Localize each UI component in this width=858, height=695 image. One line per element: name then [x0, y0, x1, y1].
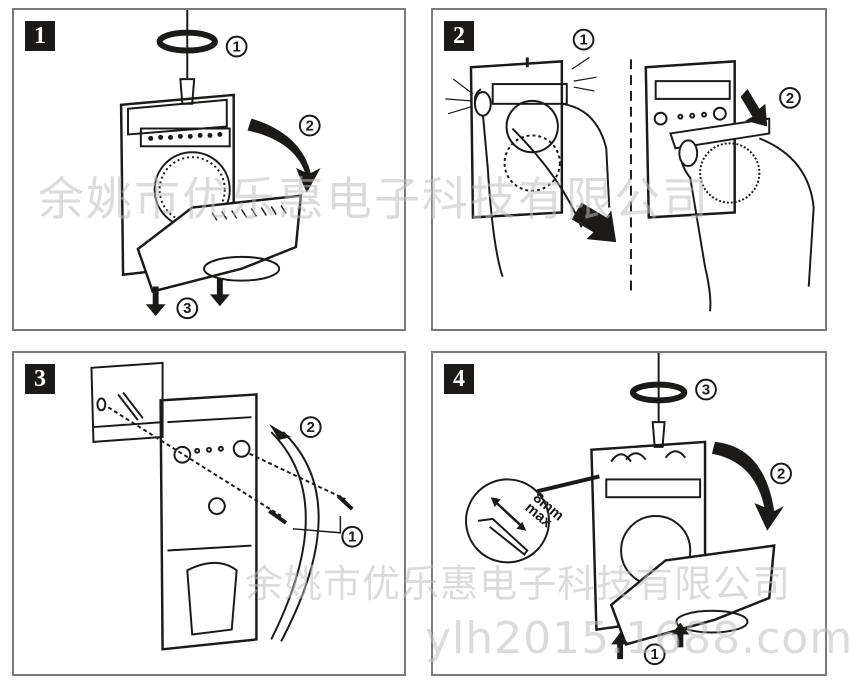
terminal-block: [669, 117, 771, 150]
svg-text:2: 2: [307, 420, 315, 436]
step-number-badge: 1: [25, 21, 55, 51]
svg-text:1: 1: [579, 33, 587, 49]
step-4-panel: 4 8mm max 1 2 3: [431, 351, 827, 676]
callout-3: 3: [695, 378, 717, 401]
length-arrow-icon: [493, 500, 524, 528]
step-1-panel: 1 1 2 3: [12, 8, 406, 331]
push-up-arrow-icon: [671, 622, 690, 648]
svg-text:2: 2: [786, 91, 794, 107]
terminal-block: [139, 127, 231, 148]
swing-up-arrow-icon: [269, 424, 291, 440]
rotate-arrow-icon: [629, 381, 688, 404]
svg-text:1: 1: [348, 530, 356, 546]
base-plate: [159, 393, 258, 651]
svg-text:3: 3: [183, 301, 191, 317]
step-2-panel: 2: [431, 8, 827, 331]
svg-text:1: 1: [233, 39, 241, 55]
svg-text:2: 2: [306, 118, 314, 134]
front-cover: [136, 194, 303, 293]
callout-1: 1: [225, 35, 248, 58]
stripped-wire: [477, 517, 529, 556]
swing-arc: [270, 431, 307, 640]
step-4-illustration: 8mm max 1 2 3: [465, 353, 792, 666]
cover-window: [675, 609, 749, 634]
swing-up-arrow-icon: [711, 441, 785, 531]
device-right: [644, 60, 736, 219]
step-1-illustration: 1 2 3: [119, 10, 321, 320]
wall-box: [90, 361, 164, 443]
terminal-block: [605, 478, 702, 499]
device-left: [469, 60, 564, 219]
dial: [505, 99, 559, 154]
step-number-badge: 2: [444, 21, 474, 51]
push-up-arrow-icon: [611, 632, 629, 660]
step-number-badge: 4: [444, 364, 474, 394]
pull-out-arrow-icon: [571, 202, 617, 243]
swing-down-arrow-icon: [247, 118, 321, 193]
step-3-panel: 3 1 2: [12, 351, 406, 676]
cover-window: [203, 255, 281, 282]
callout-2: 2: [779, 87, 801, 109]
callout-3: 3: [176, 297, 199, 320]
screwdriver-handle: [651, 421, 666, 448]
hand-left: [473, 88, 611, 277]
wires: [117, 391, 144, 421]
callout-1: 1: [643, 643, 666, 666]
tilt-arrow-icon: [740, 89, 768, 127]
step-number-badge: 3: [25, 364, 55, 394]
svg-text:3: 3: [702, 382, 710, 398]
wire-strip-detail: [465, 478, 550, 564]
rotate-arrow-icon: [156, 29, 218, 54]
wires: [610, 450, 687, 463]
callout-2: 2: [298, 114, 321, 137]
callout-1: 1: [341, 525, 364, 548]
screw: [337, 494, 354, 511]
pull-down-arrow-icon: [209, 278, 230, 307]
press-burst-icon: [445, 56, 597, 115]
svg-text:2: 2: [777, 466, 785, 482]
step-2-illustration: 1 2: [445, 28, 815, 312]
pull-down-arrow-icon: [145, 286, 166, 317]
callout-2: 2: [770, 462, 792, 485]
mounting-bracket: [186, 561, 238, 636]
svg-text:1: 1: [651, 647, 659, 663]
callout-1: 1: [572, 28, 595, 51]
screw: [268, 509, 288, 525]
callout-2: 2: [299, 416, 322, 438]
front-cover: [609, 544, 776, 646]
step-3-illustration: 1 2: [90, 361, 364, 651]
hand-right: [680, 137, 815, 312]
